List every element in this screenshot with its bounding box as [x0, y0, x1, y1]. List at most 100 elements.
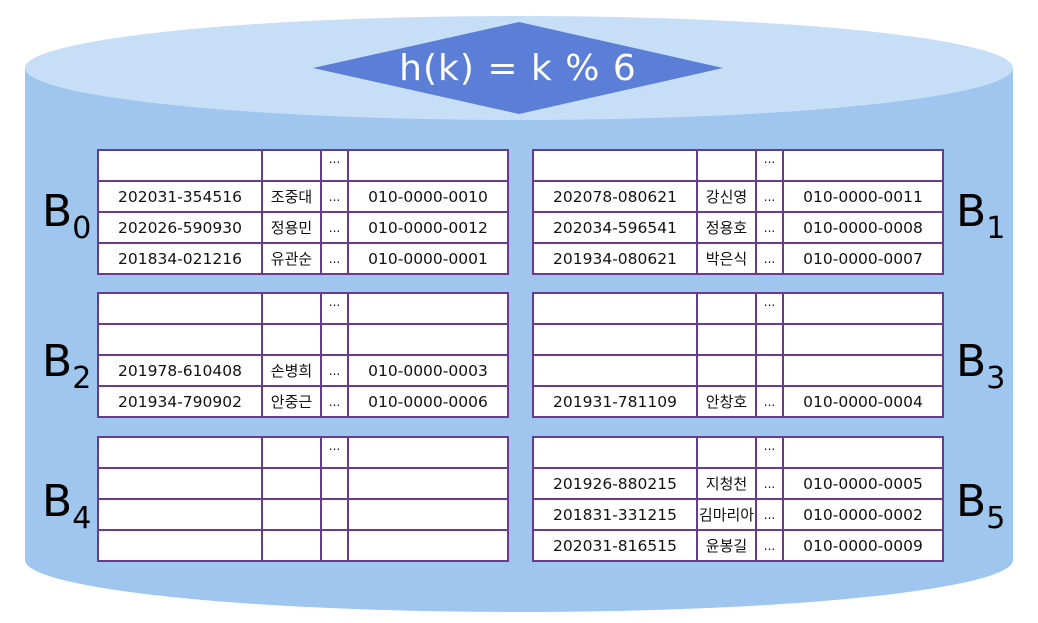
student-id-cell: 201934-080621	[532, 242, 698, 275]
student-id-cell: 202026-590930	[97, 211, 263, 244]
student-id-cell: 201834-021216	[97, 242, 263, 275]
name-cell	[696, 354, 757, 387]
ellipsis-cell	[755, 323, 784, 356]
bucket-index: 1	[986, 211, 1006, 246]
phone-cell: 010-0000-0007	[782, 242, 944, 275]
bucket-table-4: ...	[97, 436, 509, 562]
name-cell: 손병희	[261, 354, 322, 387]
student-id-cell	[532, 436, 698, 469]
name-cell: 유관순	[261, 242, 322, 275]
bucket-index: 0	[72, 211, 92, 246]
student-id-cell	[97, 498, 263, 531]
ellipsis-cell	[320, 498, 349, 531]
phone-cell	[347, 467, 509, 500]
student-id-cell	[97, 436, 263, 469]
student-id-cell	[97, 529, 263, 562]
ellipsis-cell: ...	[755, 529, 784, 562]
phone-cell	[782, 292, 944, 325]
bucket-letter: B	[956, 476, 987, 527]
student-id-cell	[97, 149, 263, 182]
student-id-cell: 201931-781109	[532, 385, 698, 418]
ellipsis-cell: ...	[320, 180, 349, 213]
student-id-cell	[97, 323, 263, 356]
table-row	[97, 529, 509, 562]
name-cell	[696, 149, 757, 182]
ellipsis-cell: ...	[755, 180, 784, 213]
student-id-cell: 202034-596541	[532, 211, 698, 244]
student-id-cell	[532, 292, 698, 325]
bucket-index: 2	[72, 361, 92, 396]
bucket-label-4: B4	[42, 480, 91, 534]
table-row: ...	[97, 436, 509, 469]
student-id-cell: 201831-331215	[532, 498, 698, 531]
ellipsis-cell: ...	[755, 292, 784, 325]
student-id-cell	[532, 354, 698, 387]
name-cell: 김마리아	[696, 498, 757, 531]
name-cell	[696, 436, 757, 469]
table-row: ...	[532, 436, 944, 469]
name-cell	[696, 323, 757, 356]
hash-function-label: h(k) = k % 6	[399, 47, 637, 89]
student-id-cell: 201934-790902	[97, 385, 263, 418]
student-id-cell: 202078-080621	[532, 180, 698, 213]
phone-cell	[347, 323, 509, 356]
ellipsis-cell: ...	[755, 436, 784, 469]
name-cell	[261, 292, 322, 325]
table-row: ...	[532, 292, 944, 325]
ellipsis-cell: ...	[320, 354, 349, 387]
table-row: ...	[97, 149, 509, 182]
ellipsis-cell	[320, 529, 349, 562]
table-row	[532, 323, 944, 356]
ellipsis-cell: ...	[320, 149, 349, 182]
table-row: ...	[532, 149, 944, 182]
ellipsis-cell: ...	[320, 385, 349, 418]
ellipsis-cell: ...	[755, 467, 784, 500]
ellipsis-cell: ...	[755, 242, 784, 275]
ellipsis-cell: ...	[320, 292, 349, 325]
name-cell: 정용민	[261, 211, 322, 244]
bucket-letter: B	[42, 186, 73, 237]
bucket-index: 3	[986, 361, 1006, 396]
phone-cell	[782, 354, 944, 387]
student-id-cell: 202031-354516	[97, 180, 263, 213]
ellipsis-cell: ...	[755, 149, 784, 182]
phone-cell	[347, 529, 509, 562]
table-row	[97, 323, 509, 356]
name-cell: 안중근	[261, 385, 322, 418]
phone-cell	[782, 436, 944, 469]
phone-cell: 010-0000-0010	[347, 180, 509, 213]
phone-cell: 010-0000-0002	[782, 498, 944, 531]
table-row: ...	[97, 292, 509, 325]
bucket-label-2: B2	[42, 340, 91, 394]
phone-cell: 010-0000-0008	[782, 211, 944, 244]
name-cell	[261, 323, 322, 356]
name-cell: 박은식	[696, 242, 757, 275]
bucket-index: 5	[986, 501, 1006, 536]
phone-cell	[782, 323, 944, 356]
phone-cell: 010-0000-0005	[782, 467, 944, 500]
phone-cell	[782, 149, 944, 182]
phone-cell	[347, 149, 509, 182]
bucket-letter: B	[42, 476, 73, 527]
hash-diamond	[313, 22, 723, 114]
name-cell	[261, 436, 322, 469]
table-row	[532, 354, 944, 387]
student-id-cell: 202031-816515	[532, 529, 698, 562]
ellipsis-cell	[755, 354, 784, 387]
phone-cell: 010-0000-0001	[347, 242, 509, 275]
phone-cell: 010-0000-0004	[782, 385, 944, 418]
name-cell	[696, 292, 757, 325]
